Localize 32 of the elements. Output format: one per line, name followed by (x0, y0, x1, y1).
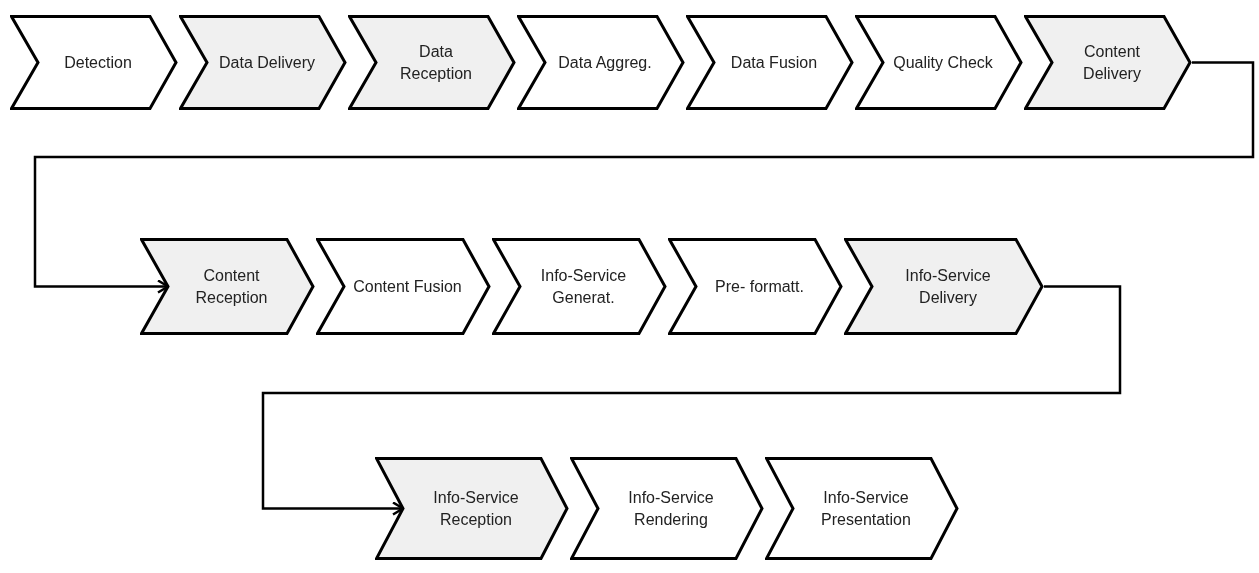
step-label: Detection (64, 52, 132, 73)
chevron-step (10, 15, 178, 110)
step-label: Pre- formatt. (715, 276, 804, 297)
step-label: Data Fusion (730, 52, 818, 73)
chevron-step (765, 457, 959, 560)
chevron-step (844, 238, 1044, 335)
connector-arrow (261, 285, 1122, 516)
chevron-step (140, 238, 315, 335)
step-label: Data Delivery (219, 52, 315, 73)
chevron-step (316, 238, 491, 335)
chevron-step (179, 15, 347, 110)
step-label: Info-Service Rendering (627, 487, 715, 530)
step-label: Content Delivery (1082, 41, 1142, 84)
connector-arrow (33, 61, 1255, 294)
step-label: Info-Service Presentation (820, 487, 912, 530)
step-label: Data Aggreg. (558, 52, 652, 73)
step-label: Data Reception (398, 41, 473, 84)
chevron-step (668, 238, 843, 335)
chevron-step (686, 15, 854, 110)
chevron-step (348, 15, 516, 110)
chevron-step (855, 15, 1023, 110)
step-label: Info-Service Generat. (539, 265, 628, 308)
chevron-step (492, 238, 667, 335)
chevron-step (570, 457, 764, 560)
chevron-step (1024, 15, 1192, 110)
step-label: Content Reception (194, 265, 269, 308)
chevron-step (375, 457, 569, 560)
step-label: Quality Check (893, 52, 993, 73)
chevron-step (517, 15, 685, 110)
step-label: Content Fusion (353, 276, 462, 297)
step-label: Info-Service Delivery (904, 265, 992, 308)
step-label: Info-Service Reception (432, 487, 520, 530)
